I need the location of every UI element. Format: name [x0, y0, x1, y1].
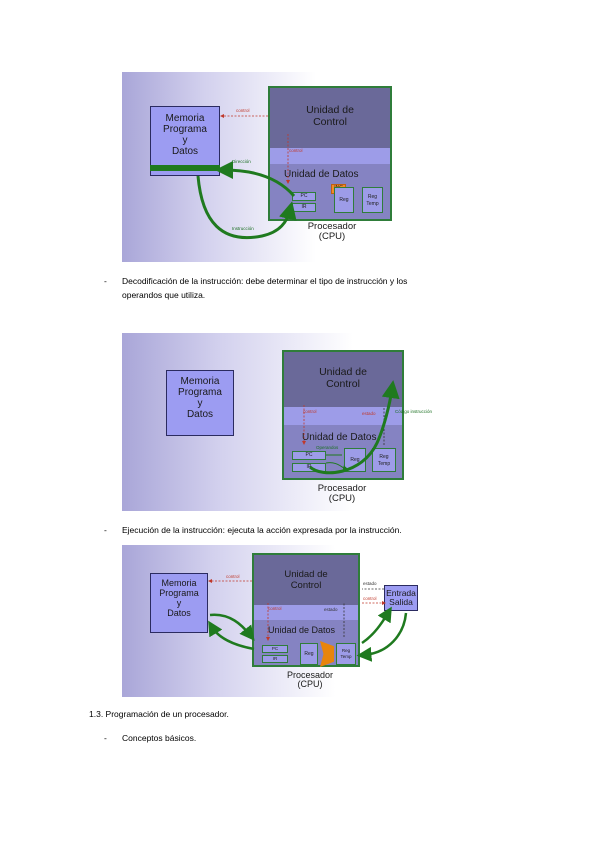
section-heading: 1.3. Programación de un procesador. [89, 709, 229, 719]
control-label-inner: control [289, 148, 303, 153]
instruccion-label: Instrucción [232, 226, 254, 231]
fig1-arrows [196, 114, 297, 239]
io-to-datos-arrow [356, 612, 408, 662]
control-band [270, 148, 390, 164]
estado-label-inner: estado [324, 607, 338, 612]
bullet-dash-1: - [104, 276, 107, 286]
control-unit: Unidad de Control [270, 88, 390, 148]
memory-line-2: Programa [178, 387, 222, 398]
pc-register: PC [262, 645, 288, 653]
fig3-arrows [208, 579, 408, 662]
figure-decode-diagram: Memoria Programa y Datos Unidad de Contr… [122, 333, 452, 511]
figure-execute-diagram: Memoria Programa y Datos Unidad de Contr… [122, 545, 427, 697]
direccion-label: Dirección [232, 159, 251, 164]
reg-temp-line-1: Reg [379, 454, 389, 460]
reg-temp-line-1: Reg [367, 194, 378, 200]
control-band [284, 407, 402, 425]
figure-fetch-diagram: Memoria Programa y Datos Unidad de Contr… [122, 72, 399, 262]
decodificacion-paragraph: Decodificación de la instrucción: debe d… [122, 274, 502, 302]
cpu-caption: Procesador (CPU) [302, 484, 382, 504]
direccion-arrow [215, 161, 296, 197]
data-unit-title: Unidad de Datos [268, 625, 336, 635]
estado-label-io: estado [363, 581, 377, 586]
control-label-memory: control [226, 574, 240, 579]
datos-to-io-arrow [361, 606, 392, 645]
reg-temp-line-2: Temp [340, 654, 352, 659]
codigo-instruccion-arrow [308, 380, 400, 475]
control-unit: Unidad de Control [254, 555, 358, 605]
data-unit-title: Unidad de Datos [284, 169, 359, 180]
decodificacion-line-1: Decodificación de la instrucción: debe d… [122, 276, 408, 286]
instruccion-arrow [196, 175, 297, 239]
control-unit-line-2: Control [326, 378, 360, 390]
control-label: control [303, 409, 317, 414]
conceptos-item: Conceptos básicos. [122, 733, 197, 743]
memory-line-4: Datos [167, 608, 191, 618]
fig2-arrows [302, 380, 400, 475]
memory-box: Memoria Programa y Datos [150, 573, 208, 633]
cpu-caption-line-2: (CPU) [297, 679, 323, 689]
cpu-caption-line-2: (CPU) [318, 231, 346, 242]
memory-line-3: y [197, 398, 203, 409]
ir-register: IR [292, 463, 326, 472]
reg-temp-line-1: Reg [341, 648, 351, 653]
bullet-dash-3: - [104, 733, 107, 743]
ir-register: IR [262, 655, 288, 663]
reg-register: Reg [300, 643, 318, 665]
memory-box: Memoria Programa y Datos [166, 370, 234, 436]
reg-register: Reg [334, 187, 354, 213]
control-label-inner: control [268, 606, 282, 611]
data-unit-title: Unidad de Datos [302, 432, 377, 443]
bullet-dash-2: - [104, 525, 107, 535]
control-unit-line-2: Control [313, 116, 347, 128]
memory-line-2: Programa [163, 124, 207, 135]
cpu-caption-line-1: Procesador [317, 483, 367, 494]
alu-block [320, 641, 334, 667]
memory-line-1: Memoria [180, 376, 220, 387]
operandos-arrows [325, 454, 346, 469]
control-unit-line-1: Unidad de [319, 366, 367, 378]
control-unit-line-1: Unidad de [284, 569, 328, 580]
decodificacion-line-2: operandos que utiliza. [122, 290, 206, 300]
reg-temp-register: Reg Temp [336, 643, 356, 665]
reg-temp-line-2: Temp [366, 201, 379, 207]
ejecucion-paragraph: Ejecución de la instrucción: ejecuta la … [122, 525, 402, 535]
memory-line-1: Memoria [165, 113, 205, 124]
reg-temp-register: Reg Temp [372, 448, 396, 472]
io-line-2: Salida [389, 597, 413, 607]
reg-temp-register: Reg Temp [362, 187, 383, 213]
control-label: control [236, 108, 250, 113]
io-line-1: Entrada [386, 588, 416, 598]
memory-line-3: y [182, 135, 188, 146]
cpu-caption: Procesador (CPU) [292, 222, 372, 242]
datos-to-memory-arrow [208, 620, 255, 651]
memory-line-3: y [176, 598, 182, 608]
memory-to-datos-arrow [209, 613, 255, 641]
memory-line-4: Datos [171, 146, 199, 157]
cpu-caption: Procesador (CPU) [270, 671, 350, 689]
cpu-caption-line-2: (CPU) [328, 493, 356, 504]
control-band [254, 605, 358, 620]
reg-temp-line-2: Temp [377, 461, 391, 467]
control-unit-line-2: Control [290, 580, 322, 591]
estado-label: estado [362, 411, 376, 416]
control-unit-line-1: Unidad de [306, 104, 354, 116]
pc-register: PC [292, 451, 326, 460]
codigo-instruccion-label: Código instrucción [395, 409, 433, 414]
cpu-box: Unidad de Control Unidad de Datos [268, 86, 392, 221]
memory-box: Memoria Programa y Datos [150, 106, 220, 176]
memory-line-2: Programa [159, 588, 199, 598]
cpu-caption-line-1: Procesador [307, 221, 357, 232]
operandos-label: Operandos [316, 445, 339, 450]
memory-line-4: Datos [186, 409, 214, 420]
memory-address-bar [150, 165, 220, 171]
cpu-caption-line-1: Procesador [286, 670, 334, 680]
memory-line-1: Memoria [161, 578, 197, 588]
control-label-io: control [363, 596, 377, 601]
